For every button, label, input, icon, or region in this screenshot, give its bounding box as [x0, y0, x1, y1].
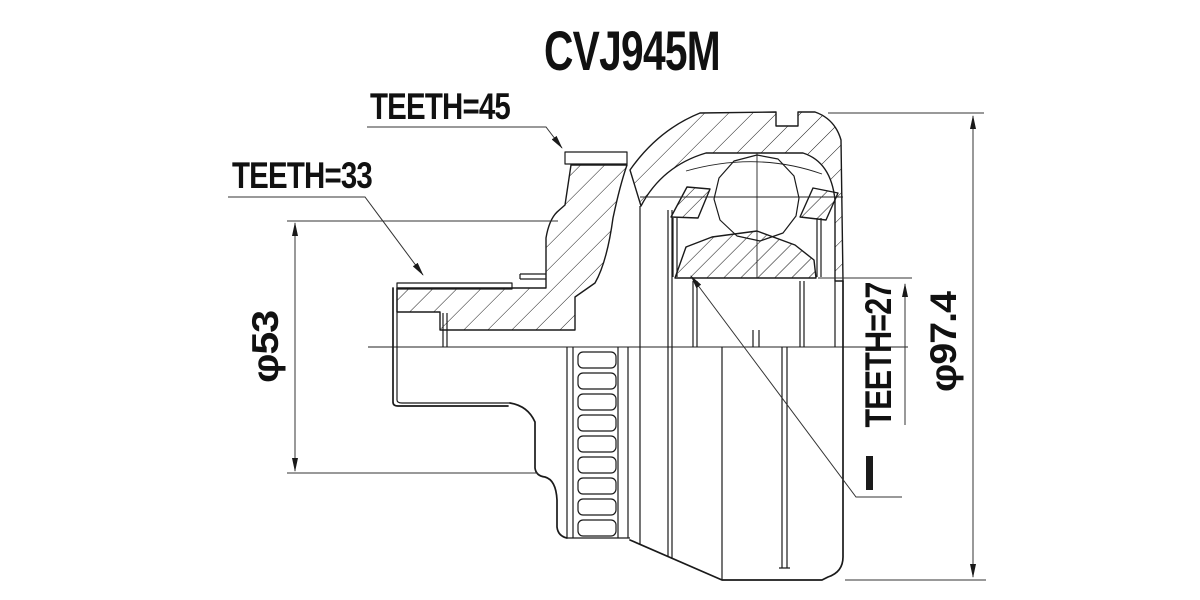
shaft-spline-section [392, 164, 628, 539]
cage-and-inner-race-section [640, 153, 843, 347]
shaft-diameter-label: φ53 [245, 311, 286, 383]
dim-outer-diameter: φ97.4 [828, 112, 986, 581]
inner-spline-tick-mark [866, 456, 873, 490]
part-number-title: CVJ945M [544, 19, 720, 82]
outer-race-section [629, 111, 844, 581]
inner-spline-label: TEETH=27 [858, 283, 899, 428]
shaft-spline-label: TEETH=33 [232, 155, 372, 196]
flange-spline-strip [564, 151, 628, 165]
dim-shaft-diameter: φ53 [245, 220, 558, 474]
callout-shaft-spline: TEETH=33 [228, 155, 424, 276]
flange-spline-label: TEETH=45 [370, 86, 510, 127]
outer-diameter-label: φ97.4 [923, 290, 964, 392]
thread-section [566, 347, 630, 539]
callout-flange-spline: TEETH=45 [367, 86, 563, 149]
dim-inner-spline: TEETH=27 [690, 275, 912, 498]
ball-bearing [713, 154, 800, 242]
